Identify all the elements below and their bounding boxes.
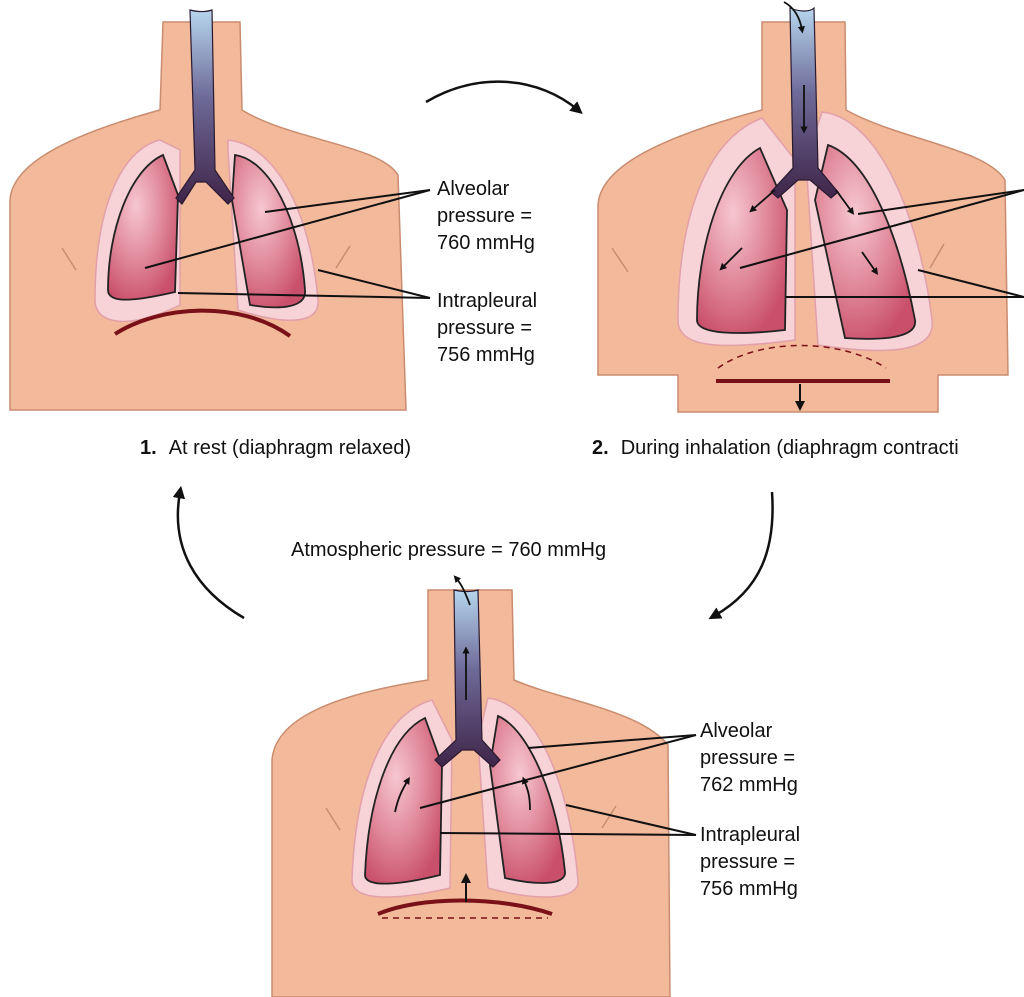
stage-3-alveolar-line-3: 762 mmHg — [700, 774, 798, 796]
stage-3-alveolar-label: Alveolar pressure = 762 mmHg — [700, 718, 798, 799]
stage-3-alveolar-pointer — [419, 734, 697, 809]
stage-1-alveolar-line-2: pressure = — [437, 205, 533, 227]
stage-3-intrapleural-label: Intrapleural pressure = 756 mmHg — [700, 822, 800, 903]
stage-1-alveolar-label: Alveolar pressure = 760 mmHg — [437, 176, 535, 257]
stage-1-intrapleural-line-1: Intrapleural — [437, 290, 538, 312]
cycle-arrow-inhalation-to-exhalation — [708, 491, 774, 620]
stage-3-intrapleural-pointer — [439, 804, 697, 836]
stage-3-alveolar-line-2: pressure = — [700, 747, 796, 769]
stage-1-caption: 1. At rest (diaphragm relaxed) — [140, 437, 411, 460]
stage-3-diaphragm — [377, 898, 553, 916]
stage-1-intrapleural-line-3: 756 mmHg — [437, 344, 535, 366]
stage-2-lungs — [677, 111, 933, 352]
stage-3-intrapleural-line-3: 756 mmHg — [700, 878, 798, 900]
cycle-arrow-exhalation-to-rest — [172, 485, 245, 620]
stage-3-alveolar-line-1: Alveolar — [700, 720, 773, 742]
stage-3-trachea — [434, 589, 501, 768]
stage-2-alveolar-pointer — [739, 189, 1024, 269]
stage-2-number: 2. — [592, 437, 609, 459]
stage-1-trachea — [175, 9, 235, 205]
stage-2-caption: 2. During inhalation (diaphragm contracti — [592, 437, 959, 460]
stage-2-intrapleural-pointer — [786, 269, 1024, 298]
stage-1-diaphragm — [113, 308, 292, 338]
stage-1-intrapleural-pointer — [177, 269, 431, 299]
stage-2-diaphragm-previous — [717, 344, 887, 369]
stage-1-caption-text: At rest (diaphragm relaxed) — [168, 437, 412, 459]
stage-3-intrapleural-line-2: pressure = — [700, 851, 796, 873]
stage-1-alveolar-line-1: Alveolar — [437, 178, 510, 200]
stage-3-intrapleural-line-1: Intrapleural — [700, 824, 801, 846]
stage-1-number: 1. — [140, 437, 157, 459]
stage-1-alveolar-line-3: 760 mmHg — [437, 232, 535, 254]
stage-1-intrapleural-label: Intrapleural pressure = 756 mmHg — [437, 288, 537, 369]
stage-3-lungs — [351, 697, 579, 898]
stage-3-airflow-arrows — [394, 575, 531, 813]
stage-2-caption-text: During inhalation (diaphragm contracti — [620, 437, 959, 459]
atmospheric-pressure-label: Atmospheric pressure = 760 mmHg — [291, 539, 607, 561]
stage-1-alveolar-pointer — [144, 189, 431, 269]
stage-2-airflow-arrows — [719, 1, 879, 275]
stage-1-intrapleural-line-2: pressure = — [437, 317, 533, 339]
cycle-arrow-rest-to-inhalation — [425, 80, 583, 115]
